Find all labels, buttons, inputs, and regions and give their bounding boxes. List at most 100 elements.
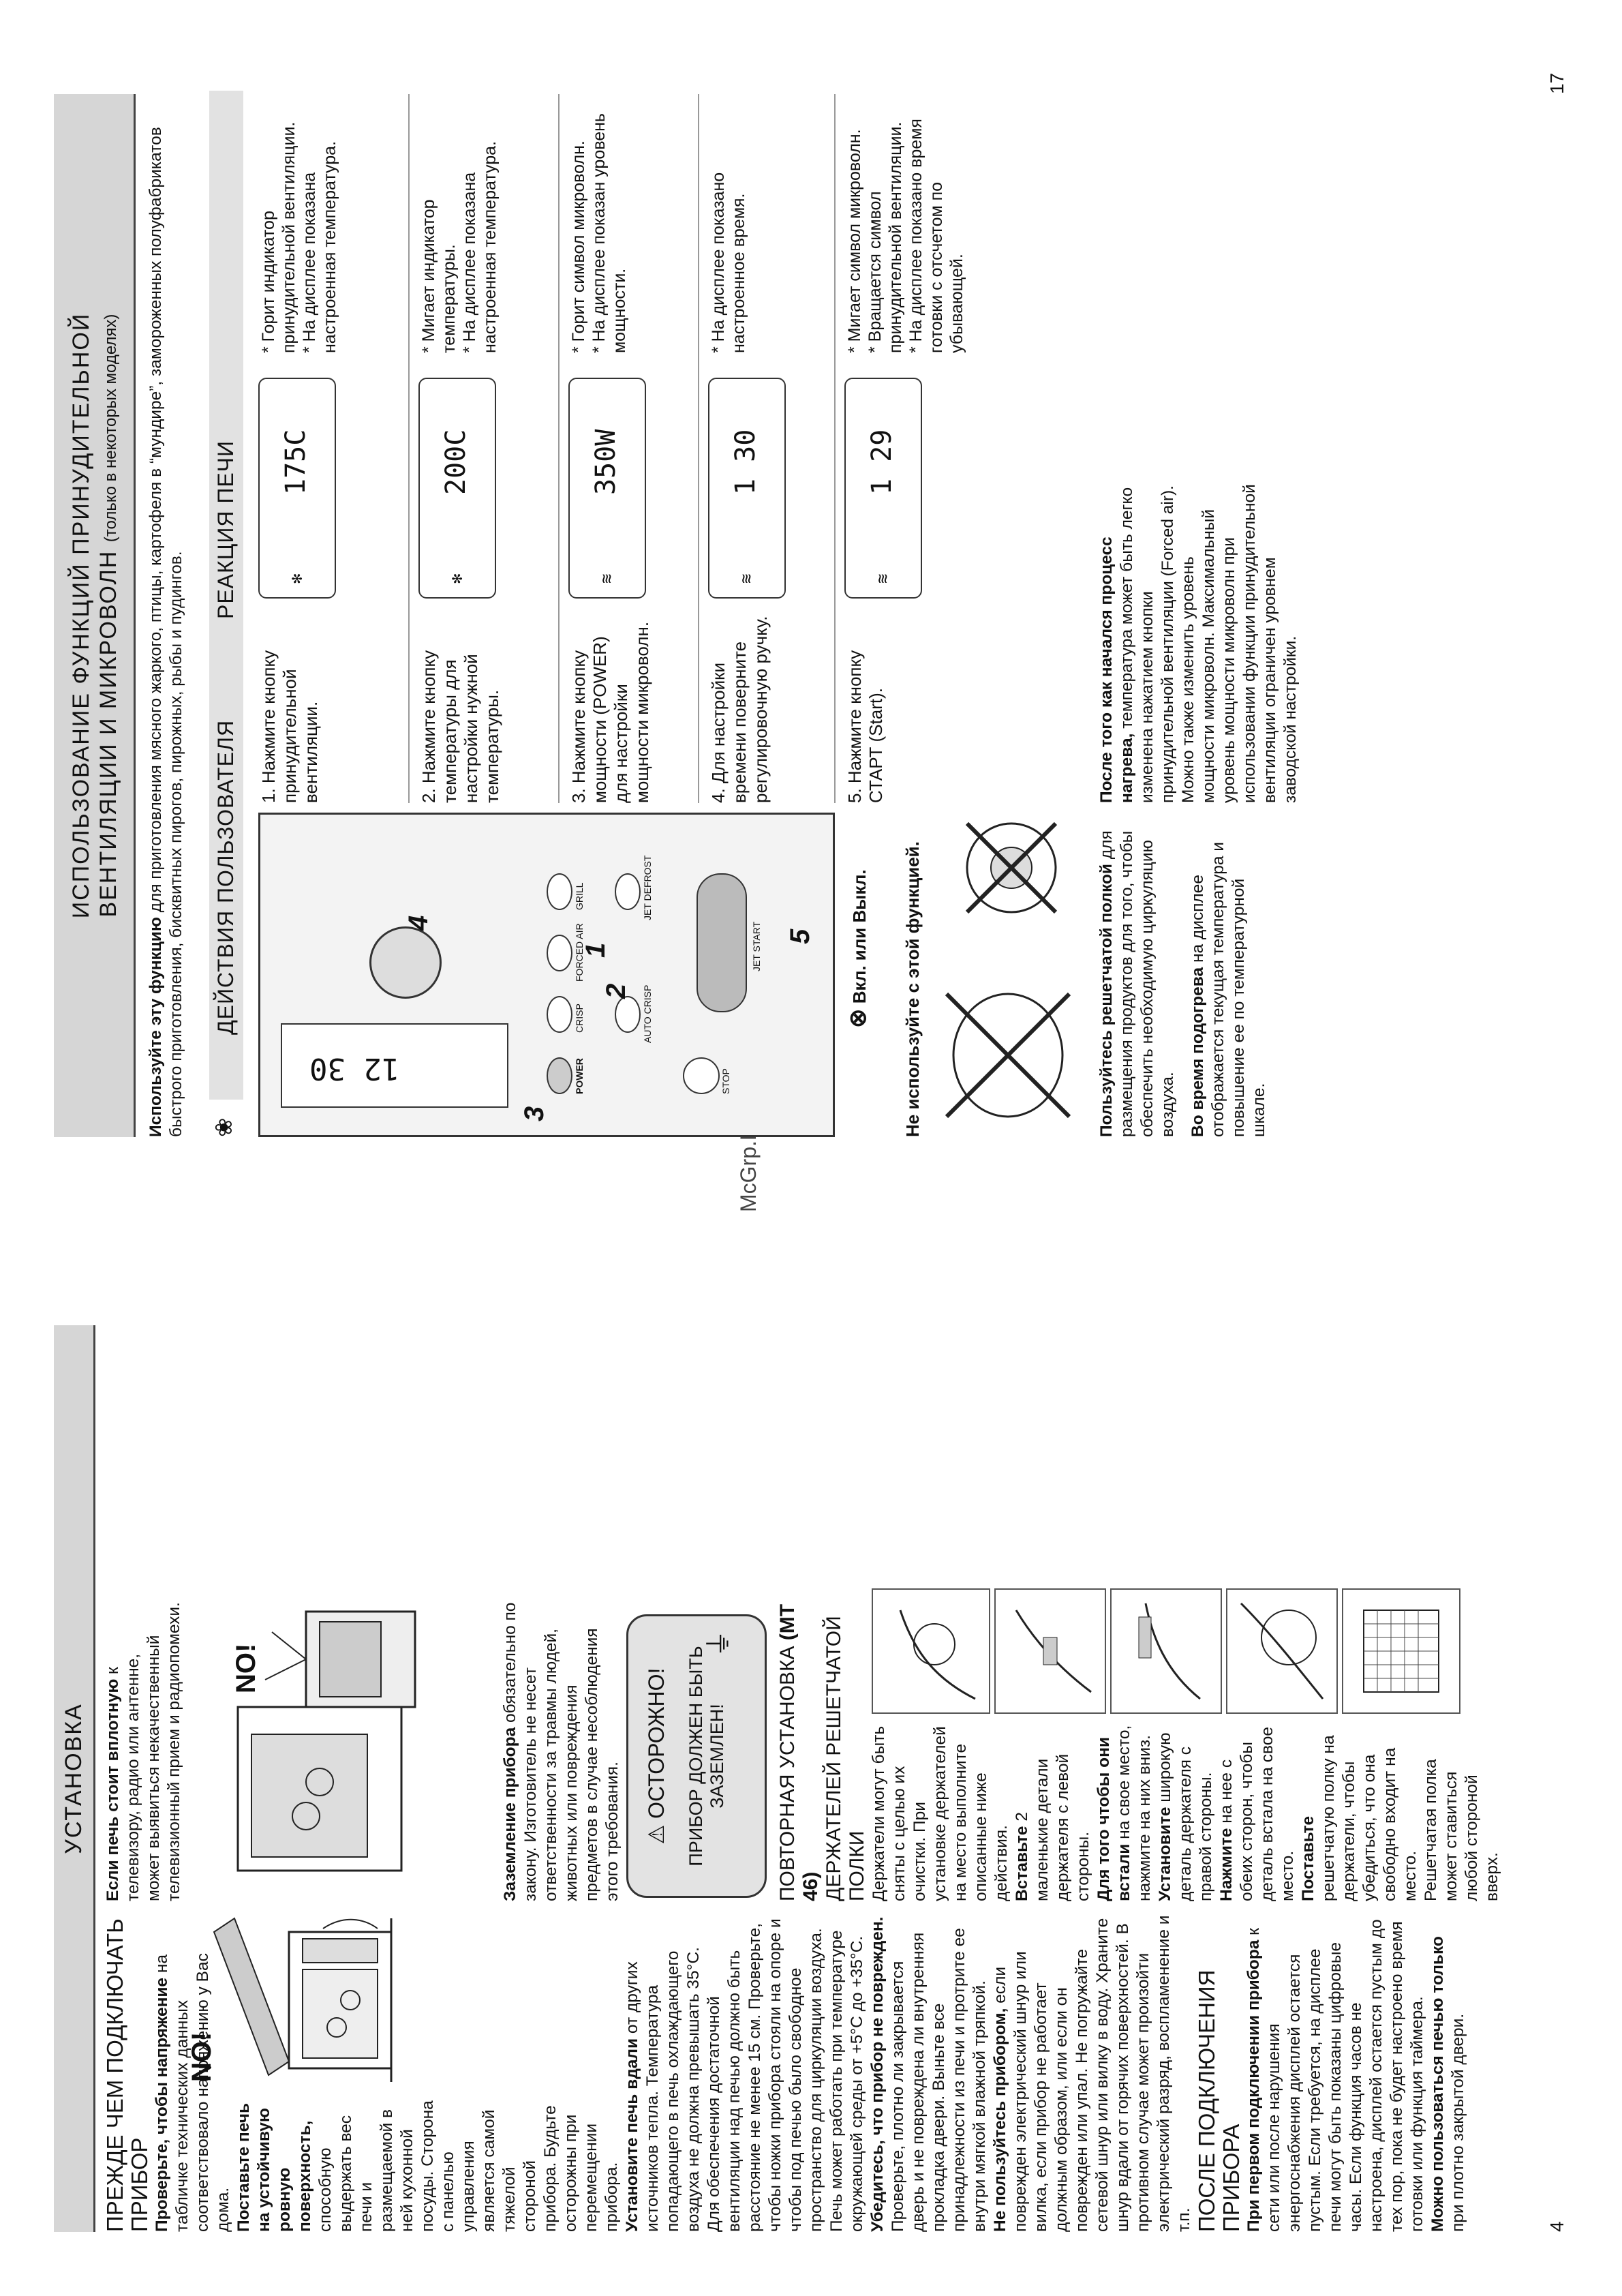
left-page-number: 4	[1546, 2221, 1567, 2232]
ground-bold: Заземление прибора	[501, 1727, 519, 1901]
stop-label: STOP	[720, 1068, 731, 1094]
crisp-button[interactable]	[547, 996, 572, 1033]
onoff-label: Вкл. или Выкл.	[849, 869, 870, 1004]
holder-step-4-illustration	[1226, 1588, 1338, 1714]
right-page: ИСПОЛЬЗОВАНИЕ ФУНКЦИЙ ПРИНУДИТЕЛЬНОЙ ВЕН…	[54, 46, 1574, 1137]
note-after-heat-text: температура может быть легко изменена на…	[1118, 484, 1300, 803]
step-5-reaction-1-text: Мигает символ микроволн.	[845, 129, 864, 342]
note-after-heat: После того как начался процесс нагрева, …	[1097, 483, 1301, 803]
left-page: УСТАНОВКА ПРЕЖДЕ ЧЕМ ПОДКЛЮЧАТЬ ПРИБОР П…	[54, 1278, 1574, 2232]
step-4-reaction-1-text: На дисплее показано настроенное время.	[709, 172, 748, 353]
step-1-text: 1. Нажмите кнопку принудительной вентиля…	[258, 650, 321, 803]
step-4-text: 4. Для настройки времени поверните регул…	[708, 616, 771, 804]
step-4-reactions: * На дисплее показано настроенное время.	[708, 94, 749, 353]
control-panel: 12 30 POWER CRISP FORCED AIR GRILL AUTO …	[258, 813, 835, 1137]
step-4-display-value: 1 30	[730, 429, 761, 495]
crisp-label: CRISP	[574, 1003, 585, 1033]
door-bold: Можно пользоваться печью только	[1428, 1936, 1447, 2232]
right-title-line2: ВЕНТИЛЯЦИИ И МИКРОВОЛН	[95, 549, 121, 918]
step-2-reaction-2: * На дисплее показана настроенная темпер…	[460, 140, 500, 353]
right-title-note: (только в некоторых моделях)	[102, 314, 120, 543]
stop-button[interactable]	[683, 1057, 720, 1094]
dial-knob[interactable]	[369, 926, 442, 999]
power-label: POWER	[574, 1058, 585, 1094]
crossed-dish-illustration-1	[940, 987, 1076, 1123]
surface-text: способную выдержать вес печи и размещаем…	[316, 2100, 621, 2232]
damage-text: Проверьте, плотно ли закрывается дверь и…	[889, 1928, 989, 2232]
dont-use-label: Не используйте с этой функцией.	[902, 841, 923, 1137]
callout-2: 2	[601, 983, 631, 999]
heat-text: от других источников тепла. Температура …	[623, 1918, 866, 2232]
step-2-reaction-2-text: На дисплее показана настроенная температ…	[460, 140, 500, 353]
row-divider-4	[834, 94, 836, 803]
jet-defrost-button[interactable]	[615, 873, 641, 910]
callout-3: 3	[519, 1106, 549, 1121]
step-1-reaction-2: * На дисплее показана настроенная темпер…	[300, 140, 339, 353]
callout-4: 4	[403, 915, 433, 931]
holder-step-3-illustration	[1110, 1588, 1222, 1714]
step-5-reaction-3: * На дисплее показано время готовки с от…	[906, 119, 966, 353]
tv-bold: Если печь стоит вплотную	[104, 1678, 122, 1901]
right-page-number: 17	[1546, 72, 1567, 94]
reinstall-block: ПОВТОРНАЯ УСТАНОВКА (MT 46) ДЕРЖАТЕЛЕЙ Р…	[776, 1604, 1503, 1902]
warning-title-text: ОСТОРОЖНО!	[644, 1667, 669, 1819]
step-5-display-value: 1 29	[866, 429, 898, 495]
step-2-reactions: * Мигает индикатор температуры. * На дис…	[418, 94, 500, 353]
place-rack-bold: Поставьте	[1299, 1815, 1317, 1901]
callout-5: 5	[785, 928, 815, 944]
step-2-reaction-1: * Мигает индикатор температуры.	[419, 199, 459, 353]
tv-illustration: NO!	[211, 1598, 483, 1898]
step-3-text: 3. Нажмите кнопку мощности (POWER) для н…	[568, 621, 652, 803]
door-text: при плотно закрытой двери.	[1449, 2013, 1467, 2232]
step-1-reaction-2-text: На дисплее показана настроенная температ…	[300, 140, 339, 353]
step-3-display-value: 350W	[590, 429, 622, 495]
step-1-reaction-1-text: Горит индикатор принудительной вентиляци…	[259, 121, 299, 353]
row-divider-3	[698, 94, 699, 803]
warning-line1: ПРИБОР ДОЛЖЕН БЫТЬ	[686, 1646, 706, 1867]
step-5-reaction-3-text: На дисплее показано время готовки с отсч…	[906, 119, 966, 353]
step-3-reaction-2-text: На дисплее показан уровень мощности.	[590, 113, 629, 353]
step-1-reactions: * Горит индикатор принудительной вентиля…	[258, 94, 340, 353]
step-2-display: ✻200C	[418, 378, 496, 599]
step-3-reaction-1: * Горит символ микроволн.	[569, 140, 588, 353]
reinstall-heading-1: ПОВТОРНАЯ УСТАНОВКА	[776, 1646, 799, 1901]
fan-symbol-icon-2: ✻	[447, 573, 466, 584]
note-preheat-bold: Во время подогрева	[1189, 967, 1207, 1137]
warning-box: ⚠ ОСТОРОЖНО! ПРИБОР ДОЛЖЕН БЫТЬ ЗАЗЕМЛЕН…	[626, 1614, 767, 1898]
oven-counter-illustration: NO!	[187, 1912, 412, 2089]
damage-bold: Убедитесь, что прибор не поврежден.	[868, 1916, 887, 2232]
note-rack: Пользуйтесь решетчатой полкой для размещ…	[1097, 824, 1270, 1137]
jet-start-button[interactable]	[697, 873, 747, 1012]
step-5-reactions: * Мигает символ микроволн. * Вращается с…	[844, 94, 967, 353]
step-5-reaction-2: * Вращается символ принудительной вентил…	[866, 121, 905, 353]
auto-crisp-label: AUTO CRISP	[642, 984, 653, 1043]
no-turntable-icon: ⊗	[845, 1008, 871, 1029]
right-title-banner: ИСПОЛЬЗОВАНИЕ ФУНКЦИЙ ПРИНУДИТЕЛЬНОЙ ВЕН…	[54, 94, 136, 1137]
row-divider-1	[408, 94, 410, 803]
press-both-bold: Нажмите	[1217, 1828, 1236, 1902]
right-title-line1: ИСПОЛЬЗОВАНИЕ ФУНКЦИЙ ПРИНУДИТЕЛЬНОЙ	[68, 312, 94, 919]
auto-crisp-button[interactable]	[615, 996, 641, 1033]
step-5-text: 5. Нажмите кнопку СТАРТ (Start).	[844, 650, 886, 803]
reinstall-heading-2: ДЕРЖАТЕЛЕЙ РЕШЕТЧАТОЙ ПОЛКИ	[823, 1616, 868, 1901]
warning-line2: ЗАЗЕМЛЕН!	[707, 1704, 727, 1809]
microwave-symbol-icon-2: ≋	[737, 573, 756, 584]
step-1-display-value: 175C	[280, 429, 311, 495]
step-1-reaction-1: * Горит индикатор принудительной вентиля…	[259, 121, 299, 353]
forced-air-button[interactable]	[547, 935, 572, 971]
callout-1: 1	[581, 942, 611, 958]
first-connect-text: к сети или после нарушения энергоснабжен…	[1244, 1919, 1426, 2232]
dont-use-bold: Не пользуйтесь прибором,	[991, 2008, 1009, 2232]
step-2-text: 2. Нажмите кнопку температуры для настро…	[418, 650, 502, 803]
warning-title: ⚠ ОСТОРОЖНО!	[643, 1616, 669, 1896]
onoff-callout: ⊗ Вкл. или Выкл.	[844, 869, 872, 1028]
grill-button[interactable]	[547, 873, 572, 910]
surface-bold: Поставьте печь на устойчивую ровную пове…	[234, 2102, 314, 2232]
panel-display: 12 30	[281, 1023, 508, 1108]
power-button[interactable]	[547, 1057, 572, 1094]
reinstall-p1: Держатели могут быть сняты с целью их оч…	[870, 1725, 1011, 1901]
dont-use-text: если поврежден электрический шнур или ви…	[991, 1915, 1193, 2232]
ground-symbol-icon: ⏚	[704, 1630, 734, 1657]
install-wide-bold: Установите	[1156, 1807, 1174, 1901]
